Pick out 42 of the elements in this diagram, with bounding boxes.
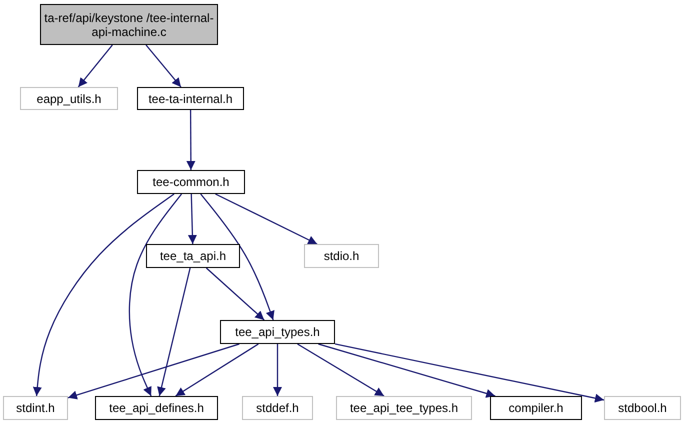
file-name: tee-ta-internal.h: [148, 92, 233, 106]
arrow: [78, 44, 113, 88]
file-name: stdint.h: [16, 401, 55, 415]
file-box: [146, 244, 240, 268]
arrow: [186, 110, 196, 170]
file-box: [220, 320, 335, 344]
file-name: tee_api_tee_types.h: [350, 401, 458, 415]
file-name: tee_api_defines.h: [109, 401, 204, 415]
file-box: [95, 396, 218, 420]
file-name: stdio.h: [324, 249, 360, 263]
external-file-box: [3, 396, 68, 420]
arrow: [146, 44, 182, 88]
file-name: tee_api_types.h: [235, 325, 320, 339]
arrow: [175, 344, 259, 396]
arrow: [334, 343, 604, 403]
file-name: tee_ta_api.h: [160, 249, 226, 263]
external-file-box: [20, 87, 118, 110]
file-box: [490, 396, 582, 420]
arrow: [188, 194, 197, 244]
arrow: [157, 268, 191, 396]
arrow: [128, 194, 182, 396]
file-box: [40, 4, 218, 45]
file-name: stddef.h: [256, 401, 299, 415]
file-name: eapp_utils.h: [36, 92, 102, 106]
external-file-box: [242, 396, 313, 420]
arrow: [200, 194, 274, 320]
file-name: stdbool.h: [618, 401, 667, 415]
arrow: [206, 268, 265, 320]
arrow: [215, 193, 318, 245]
file-name: ta-ref/api/keystone /tee-internal-api-machine.c: [43, 10, 215, 38]
arrow: [32, 194, 174, 396]
file-box: [137, 170, 245, 194]
file-name: compiler.h: [508, 401, 564, 415]
arrow: [318, 343, 496, 398]
arrow: [273, 344, 282, 396]
arrow: [297, 343, 384, 397]
arrow: [68, 343, 240, 400]
file-name: tee-common.h: [152, 175, 230, 189]
file-box: [137, 87, 244, 110]
external-file-box: [304, 244, 379, 268]
external-file-box: [336, 396, 472, 420]
external-file-box: [604, 396, 681, 420]
